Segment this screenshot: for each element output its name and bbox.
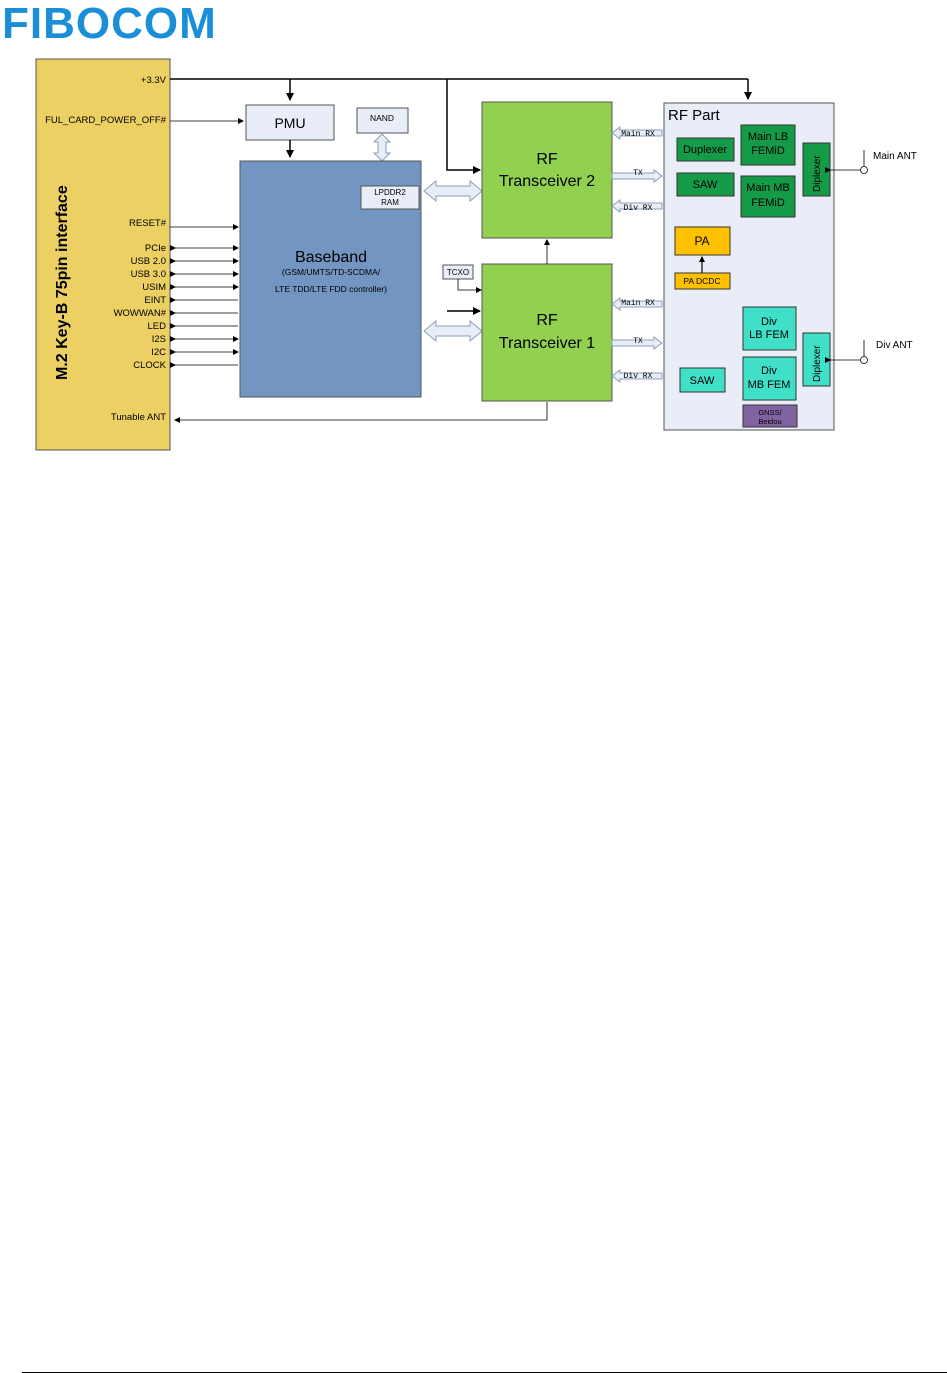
pin-pcie: PCIe — [145, 243, 166, 254]
main-ant-label: Main ANT — [873, 151, 917, 162]
pa-label: PA — [694, 234, 709, 248]
signal-arrows-top — [611, 126, 663, 213]
saw-top-block — [676, 172, 735, 197]
div-mb-line1: Div — [761, 365, 777, 377]
nand-bus-arrow — [372, 133, 392, 162]
bus-baseband-rf2 — [423, 179, 483, 203]
main-lb-line2: FEMiD — [751, 145, 785, 157]
pin-connectors — [170, 118, 548, 423]
diplexer-bottom-label: Diplexer — [812, 345, 823, 382]
div-ant-connector — [825, 340, 868, 364]
rf-transceiver-1-block — [481, 263, 613, 402]
rf2-line2: Transceiver 2 — [499, 173, 595, 190]
div-ant-label: Div ANT — [876, 340, 913, 351]
pin-wowwan: WOWWAN# — [114, 308, 167, 319]
nand-block — [356, 107, 409, 134]
pin-i2c: I2C — [151, 347, 166, 358]
baseband-title: Baseband — [295, 249, 367, 266]
pin-usb20: USB 2.0 — [131, 256, 166, 267]
pin-led: LED — [148, 321, 167, 332]
gnss-line2: Beidou — [758, 417, 781, 426]
saw-top-label: SAW — [693, 179, 718, 191]
main-lb-femid-block — [740, 124, 796, 166]
block-diagram: M.2 Key-B 75pin interface +3.3V FUL_CARD… — [35, 58, 917, 451]
saw-bottom-label: SAW — [690, 375, 715, 387]
lpddr2-line1: LPDDR2 — [374, 188, 406, 197]
lpddr2-block — [360, 185, 420, 210]
div-mb-fem-block — [742, 356, 797, 401]
tx-bottom-label: TX — [633, 337, 643, 346]
pmu-block — [245, 104, 335, 141]
div-rx-top-label: Div RX — [624, 204, 653, 213]
bus-baseband-rf1 — [423, 319, 483, 343]
pmu-label: PMU — [274, 115, 305, 131]
main-rx-top-label: Main RX — [621, 130, 655, 139]
gnss-line1: GNSS/ — [758, 408, 782, 417]
pin-tunable-ant: Tunable ANT — [111, 412, 166, 423]
pin-usim: USIM — [142, 282, 166, 293]
lpddr2-line2: RAM — [381, 198, 399, 207]
tcxo-label: TCXO — [447, 268, 469, 277]
baseband-line2: LTE TDD/LTE FDD controller) — [275, 284, 387, 294]
rf1-line2: Transceiver 1 — [499, 335, 595, 352]
pa-dcdc-block — [674, 272, 731, 290]
duplexer-label: Duplexer — [683, 144, 727, 156]
pin-3v3: +3.3V — [141, 75, 167, 86]
pa-dcdc-label: PA DCDC — [683, 276, 720, 286]
main-mb-femid-block — [740, 175, 796, 218]
main-lb-line1: Main LB — [748, 131, 788, 143]
main-rx-bottom-label: Main RX — [621, 299, 655, 308]
main-ant-connector — [825, 150, 868, 174]
saw-bottom-block — [679, 367, 726, 393]
tx-top-label: TX — [633, 169, 643, 178]
main-mb-line2: FEMiD — [751, 197, 785, 209]
main-mb-line1: Main MB — [746, 182, 789, 194]
div-lb-line2: LB FEM — [749, 329, 789, 341]
rf-part-label: RF Part — [668, 107, 721, 124]
interface-title: M.2 Key-B 75pin interface — [54, 185, 71, 380]
fibocom-logo: FIBOCOM — [2, 0, 217, 48]
power-rail — [170, 78, 752, 174]
div-mb-line2: MB FEM — [748, 379, 791, 391]
m2-interface-block — [35, 58, 171, 451]
baseband-line1: (GSM/UMTS/TD-SCDMA/ — [282, 267, 381, 277]
rf1-line1: RF — [536, 312, 558, 329]
rf-transceiver-2-block — [481, 101, 613, 239]
signal-arrows-bottom — [611, 297, 663, 383]
div-rx-bottom-label: Div RX — [624, 372, 653, 381]
duplexer-block — [676, 137, 735, 162]
gnss-beidou-block — [742, 404, 798, 428]
pa-block — [674, 226, 731, 256]
div-lb-line1: Div — [761, 316, 777, 328]
rf2-line1: RF — [536, 151, 558, 168]
pin-i2s: I2S — [152, 334, 166, 345]
pin-full-card-power-off: FUL_CARD_POWER_OFF# — [45, 115, 167, 126]
nand-label: NAND — [370, 113, 394, 123]
pin-eint: EINT — [144, 295, 166, 306]
diplexer-top-label: Diplexer — [812, 155, 823, 192]
pin-usb30: USB 3.0 — [131, 269, 166, 280]
pin-reset: RESET# — [129, 218, 167, 229]
pin-clock: CLOCK — [133, 360, 166, 371]
div-lb-fem-block — [742, 306, 797, 351]
